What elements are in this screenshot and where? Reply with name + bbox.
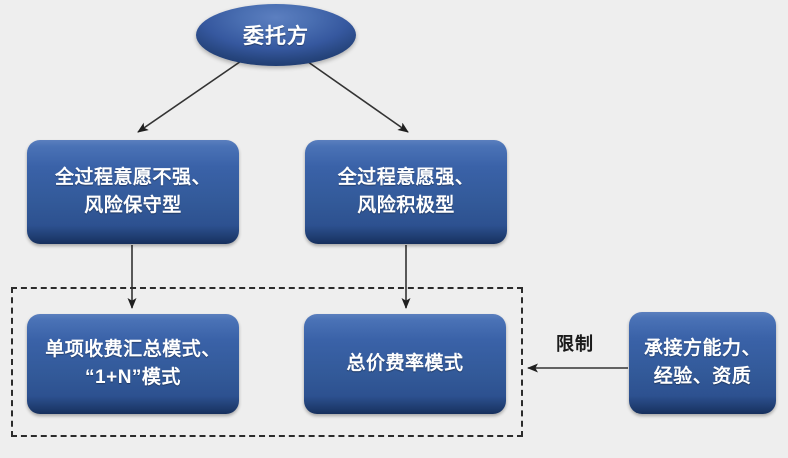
node-weak-intent[interactable]: 全过程意愿不强、 风险保守型 [27,140,239,244]
node-client-label: 委托方 [243,25,309,48]
node-itemized-mode-line2: “1+N”模式 [85,367,181,388]
node-strong-intent-line1: 全过程意愿强、 [337,167,475,189]
edge-client-to-strong [300,56,409,133]
node-itemized-mode-text: 单项收费汇总模式、 “1+N”模式 [45,336,221,391]
node-client[interactable]: 委托方 [196,4,356,66]
node-lumpsum-mode[interactable]: 总价费率模式 [304,314,506,414]
node-capability-line1: 承接方能力、 [643,338,761,360]
node-strong-intent-line2: 风险积极型 [357,195,455,216]
node-weak-intent-text: 全过程意愿不强、 风险保守型 [55,164,211,219]
node-capability[interactable]: 承接方能力、 经验、资质 [629,312,776,414]
node-lumpsum-mode-line1: 总价费率模式 [346,353,464,375]
edge-client-to-weak [137,56,248,133]
node-strong-intent-text: 全过程意愿强、 风险积极型 [338,164,475,219]
edge-label-restrict: 限制 [556,334,594,354]
node-weak-intent-line1: 全过程意愿不强、 [54,167,211,189]
node-capability-text: 承接方能力、 经验、资质 [644,335,761,390]
node-itemized-mode[interactable]: 单项收费汇总模式、 “1+N”模式 [27,314,239,414]
node-weak-intent-line2: 风险保守型 [84,195,182,216]
node-itemized-mode-line1: 单项收费汇总模式、 [45,339,221,361]
node-strong-intent[interactable]: 全过程意愿强、 风险积极型 [305,140,507,244]
node-capability-line2: 经验、资质 [653,366,752,387]
mode-group-frame [11,287,523,437]
